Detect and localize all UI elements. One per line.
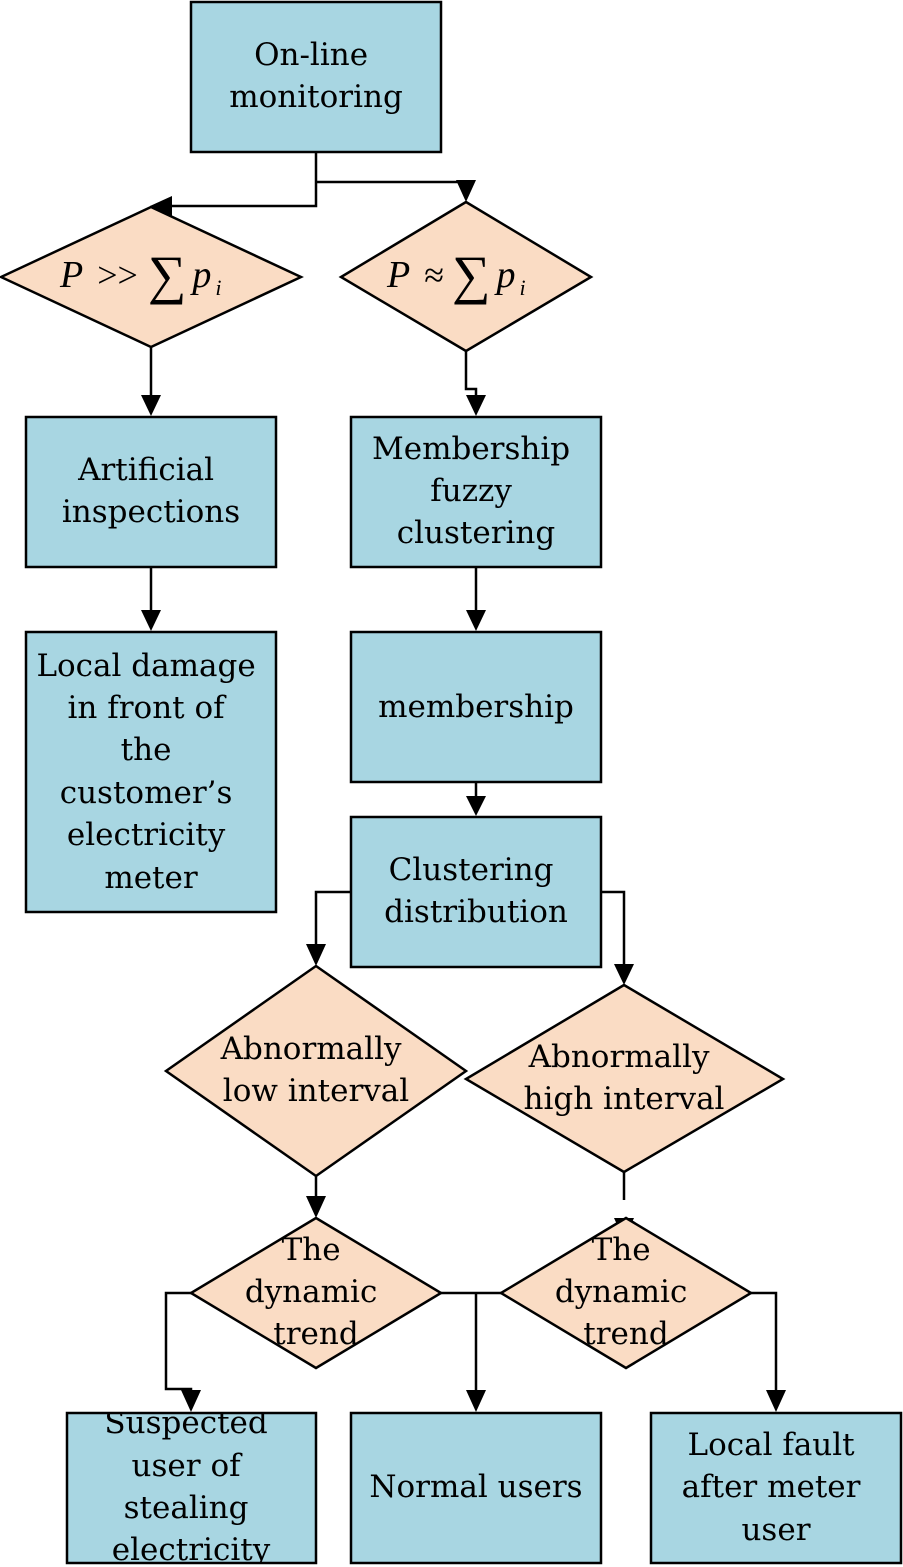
node-label: The dynamic trend xyxy=(555,1232,697,1352)
arrowhead xyxy=(466,610,486,631)
arrowhead xyxy=(141,395,161,416)
node-label: On-line monitoring xyxy=(229,37,403,115)
node-label: The dynamic trend xyxy=(245,1232,387,1352)
node-local-damage: Local damage in front of the customer’s … xyxy=(24,630,278,914)
node-label: Abnormally high interval xyxy=(524,1039,725,1117)
edge-trend-right-to-local-fault xyxy=(751,1291,778,1394)
node-membership-fuzzy-clustering: Membership fuzzy clustering xyxy=(349,415,603,569)
decision-abnormally-high-interval: Abnormally high interval xyxy=(463,983,786,1174)
node-label: Membership fuzzy clustering xyxy=(372,431,580,551)
decision-dynamic-trend-left: The dynamic trend xyxy=(188,1216,444,1370)
node-label: membership xyxy=(378,689,574,725)
node-label: Local fault after meter user xyxy=(682,1427,871,1548)
node-label: Suspected user of stealing electricity xyxy=(104,1405,277,1567)
decision-power-much-greater: P >> ∑ p i xyxy=(0,205,304,349)
edge-monitoring-to-right-condition xyxy=(316,180,468,186)
arrowhead xyxy=(306,1196,326,1218)
arrowhead xyxy=(466,1390,486,1412)
edge-clustering-to-high xyxy=(601,890,626,967)
edge-trend-left-to-suspected xyxy=(164,1291,193,1394)
node-label: Clustering distribution xyxy=(384,852,568,930)
decision-power-approx-equal: P ≈ ∑ p i xyxy=(338,200,594,353)
arrowhead xyxy=(181,1390,201,1412)
node-membership: membership xyxy=(349,630,603,784)
node-label: Normal users xyxy=(369,1469,582,1505)
arrowhead xyxy=(150,196,172,216)
math-formula: P >> ∑ p i xyxy=(59,245,221,305)
node-label: Artificial inspections xyxy=(62,452,240,530)
node-local-fault: Local fault after meter user xyxy=(649,1411,903,1565)
edge-right-condition-to-membership-fuzzy xyxy=(464,351,478,398)
arrowhead xyxy=(614,964,634,985)
arrowhead xyxy=(306,944,326,966)
decision-dynamic-trend-right: The dynamic trend xyxy=(498,1216,754,1370)
node-normal-users: Normal users xyxy=(349,1411,603,1565)
edge-clustering-to-low xyxy=(314,890,351,947)
node-label: Local damage in front of the customer’s … xyxy=(36,648,265,896)
math-formula: P ≈ ∑ p i xyxy=(386,245,526,305)
arrowhead xyxy=(456,180,476,202)
decision-abnormally-low-interval: Abnormally low interval xyxy=(163,964,469,1178)
node-clustering-distribution: Clustering distribution xyxy=(349,815,603,969)
edge-monitoring-to-left-condition xyxy=(170,152,318,208)
arrowhead xyxy=(766,1390,786,1412)
arrowhead xyxy=(466,395,486,416)
node-label: Abnormally low interval xyxy=(220,1031,412,1109)
arrowhead xyxy=(466,796,486,816)
arrowhead xyxy=(141,610,161,631)
node-suspected-user: Suspected user of stealing electricity xyxy=(65,1405,318,1567)
node-artificial-inspections: Artificial inspections xyxy=(24,415,278,569)
edges xyxy=(141,152,786,1412)
node-online-monitoring: On-line monitoring xyxy=(189,0,443,154)
